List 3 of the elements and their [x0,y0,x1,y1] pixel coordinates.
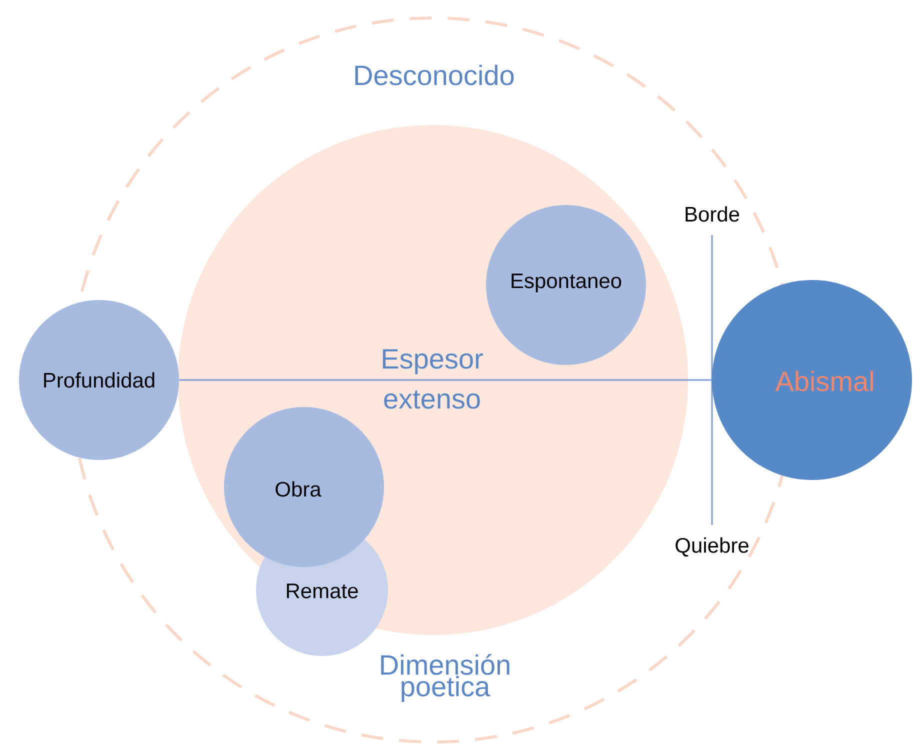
label: Dimensión poetica [381,654,510,702]
connector-line [179,379,712,381]
label: Borde [686,206,740,222]
